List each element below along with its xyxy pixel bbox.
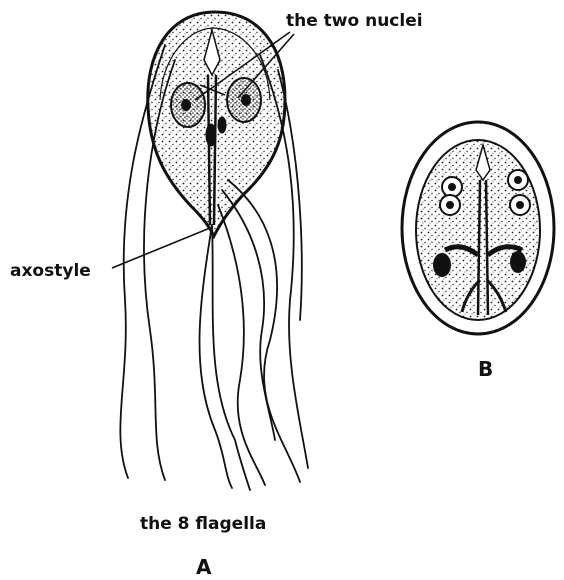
label-axostyle: axostyle [10, 261, 91, 281]
trophozoite-a [112, 12, 308, 490]
label-panel-b: B [478, 357, 493, 381]
label-panel-a: A [196, 555, 212, 579]
cyst-b [402, 122, 554, 334]
label-the-8-flagella: the 8 flagella [140, 514, 266, 534]
label-the-two-nuclei: the two nuclei [286, 11, 423, 31]
axostyle-pointer-line [112, 228, 210, 268]
